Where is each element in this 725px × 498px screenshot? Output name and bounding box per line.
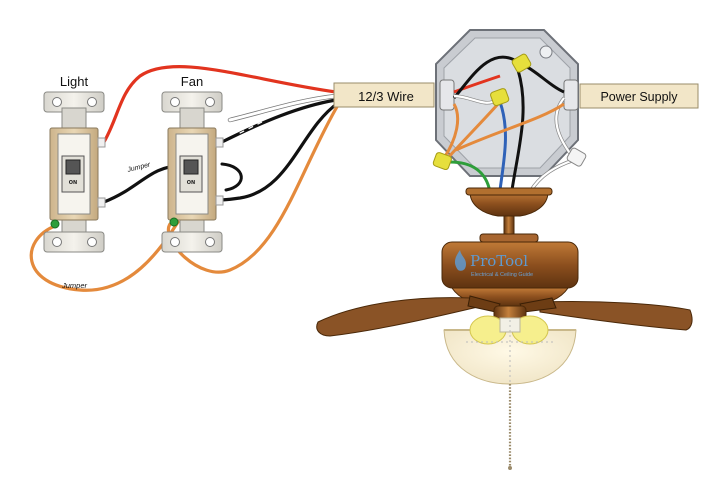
box-orange-wire-2 xyxy=(455,102,565,152)
fan-switch-mount-hole-bottom xyxy=(170,237,180,247)
orange-wire-jumper xyxy=(29,220,180,292)
cable-12-3: 12/3 Wire xyxy=(333,82,435,108)
fan-downrod xyxy=(503,215,515,237)
fan-blade-right xyxy=(539,300,693,331)
white-wire xyxy=(228,94,338,122)
black-wire-fan-top-stripe xyxy=(237,121,263,135)
jumper-label-bottom: Jumper xyxy=(61,281,88,290)
light-switch-terminal-top xyxy=(97,137,106,148)
power-supply-sheath xyxy=(579,83,699,109)
logo-tagline: Electrical & Ceiling Guide xyxy=(471,272,533,278)
light-switch-mount-hole-bottom-2 xyxy=(87,237,97,247)
light-switch: ON Light xyxy=(43,74,106,253)
logo-name: ProTool xyxy=(470,252,528,270)
jumper-label-top: Jumper xyxy=(126,161,152,174)
light-label: Light xyxy=(60,74,89,89)
junction-box-screw xyxy=(539,45,553,59)
box-black-wire-fan xyxy=(510,69,525,191)
light-switch-mount-hole-bottom xyxy=(52,237,62,247)
black-wire-fan-loop xyxy=(220,162,243,192)
power-supply-cable: Power Supply xyxy=(579,83,699,109)
light-switch-mount-hole-top xyxy=(52,97,62,107)
fan-blade-left xyxy=(316,297,484,337)
fan-switch-mount-hole-bottom-2 xyxy=(205,237,215,247)
wire-nut-top xyxy=(511,53,532,73)
light-switch-toggle[interactable] xyxy=(65,159,81,175)
cable-12-3-sheath xyxy=(333,82,435,108)
fan-motor-collar xyxy=(479,233,539,243)
junction-box-clamp-left xyxy=(439,79,455,111)
pull-chain-end[interactable] xyxy=(508,466,512,470)
box-blue-wire xyxy=(498,101,507,191)
fan-switch-mount-hole-top xyxy=(170,97,180,107)
fan-switch-terminal-bottom xyxy=(215,195,224,206)
light-switch-terminal-bottom xyxy=(97,197,106,208)
fan-canopy xyxy=(469,191,549,217)
wire-12-3-label: 12/3 Wire xyxy=(358,89,414,104)
junction-box-clamp-right xyxy=(563,79,579,111)
wire-nut-left xyxy=(432,152,452,171)
fan-switch-terminal-top xyxy=(215,137,224,148)
ceiling-fan: ProTool Electrical & Ceiling Guide xyxy=(316,187,693,470)
fan-label: Fan xyxy=(181,74,203,89)
light-switch-strap-bottom xyxy=(43,231,105,253)
box-white-wire-2-fill xyxy=(555,97,573,157)
light-switch-on-label: ON xyxy=(69,180,77,186)
fan-logo: ProTool Electrical & Ceiling Guide xyxy=(454,250,533,278)
box-orange-wire-1 xyxy=(442,103,460,159)
wire-nut-middle xyxy=(490,88,510,107)
box-black-wire-1 xyxy=(452,55,519,99)
fan-switch-strap-bottom xyxy=(161,231,223,253)
fan-switch: ON Fan xyxy=(161,74,224,253)
black-wire-fan-bottom xyxy=(218,101,340,202)
light-switch-ground-screw xyxy=(50,219,60,229)
fan-canopy-ring xyxy=(465,187,553,196)
junction-box xyxy=(432,29,587,193)
red-wire xyxy=(102,65,338,144)
power-supply-label: Power Supply xyxy=(600,90,678,104)
fan-switch-mount-hole-top-2 xyxy=(205,97,215,107)
box-green-wire xyxy=(449,160,492,193)
fan-switch-on-label: ON xyxy=(187,180,195,186)
wire-nut-right xyxy=(566,147,587,167)
flame-icon xyxy=(454,250,466,271)
box-orange-wire-3 xyxy=(444,102,500,161)
fan-switch-toggle[interactable] xyxy=(183,159,199,175)
light-switch-mount-hole-top-2 xyxy=(87,97,97,107)
fan-switch-ground-screw xyxy=(169,217,179,227)
box-red-wire xyxy=(453,74,501,94)
black-wire-fan-top xyxy=(220,98,338,144)
fan-switch-face xyxy=(175,133,209,215)
